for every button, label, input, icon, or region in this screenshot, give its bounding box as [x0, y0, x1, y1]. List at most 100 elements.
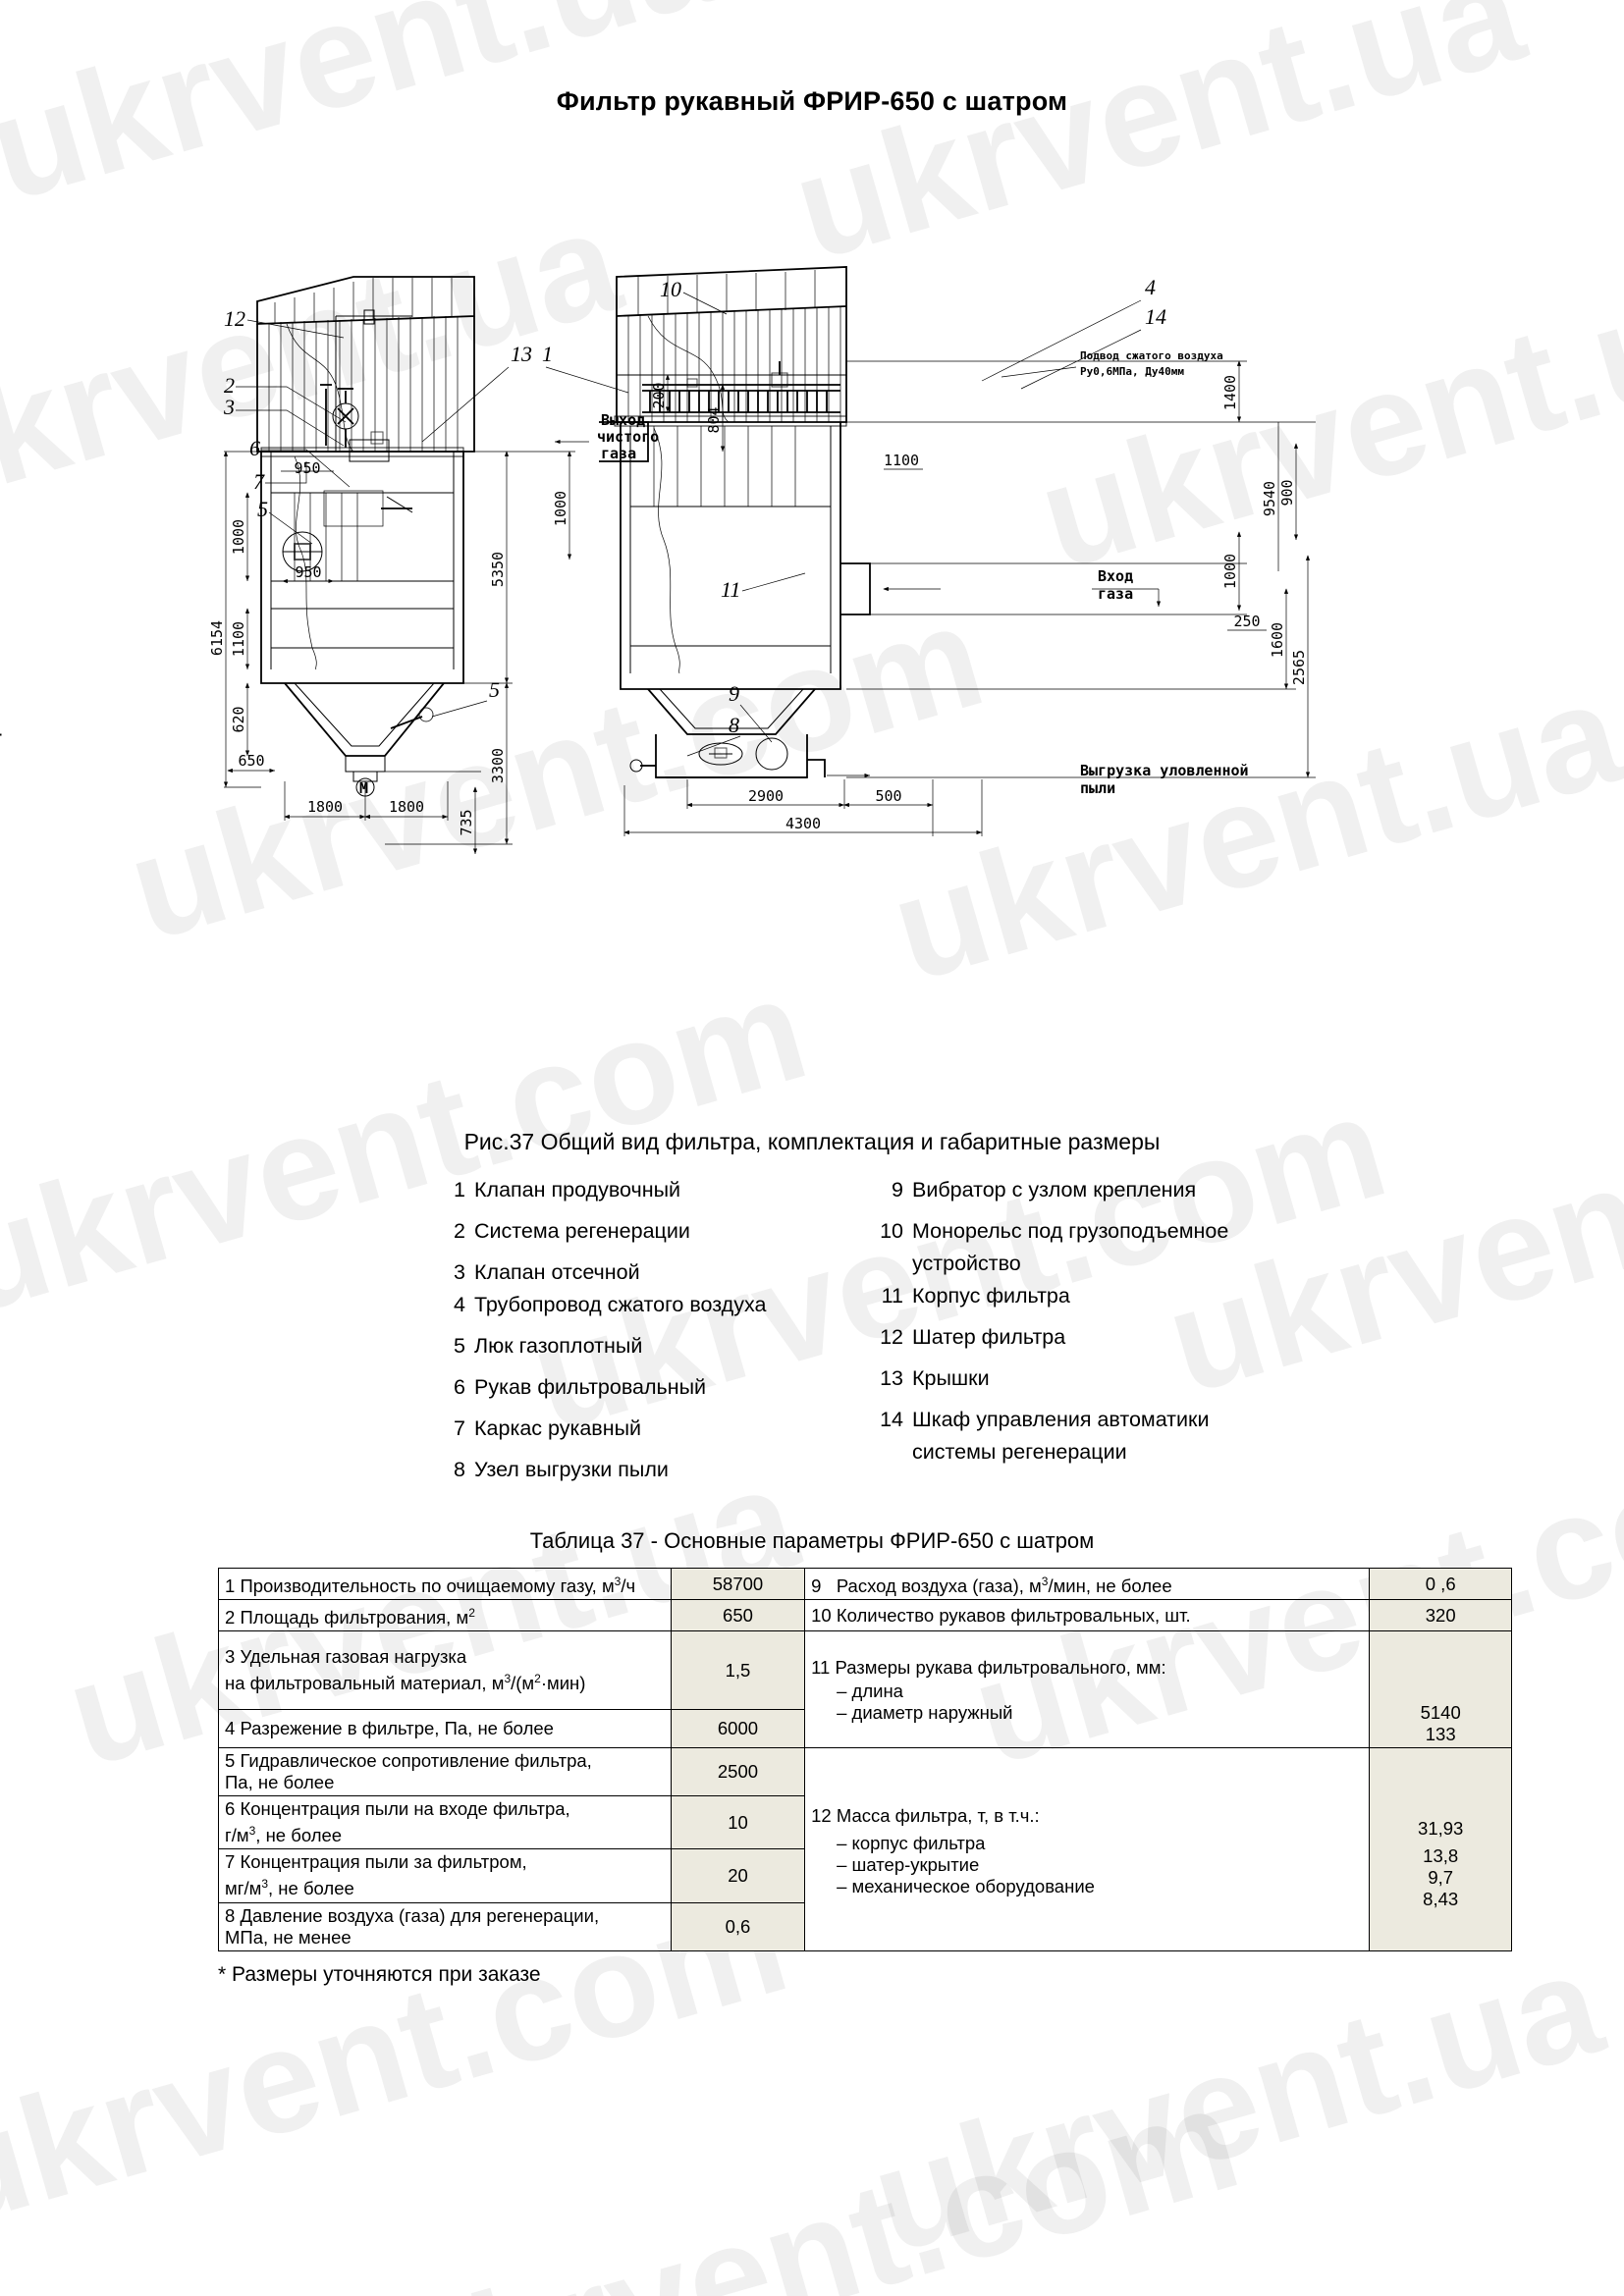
param-value: 0 ,6 [1369, 1567, 1512, 1601]
param-text-tail: /мин, не более [1048, 1575, 1172, 1597]
table-row: 4 Разрежение в фильтре, Па, не более 600… [218, 1708, 1512, 1749]
right-dimensions: 1400 9540 900 1100 1000 250 1600 2565 29… [623, 360, 1316, 836]
legend-number: 9 [892, 1178, 903, 1201]
svg-text:950: 950 [294, 459, 320, 477]
legend-item: 14 Шкаф управления автоматики [870, 1404, 1253, 1436]
param-superscript: 3 [261, 1877, 269, 1892]
param-text: Разрежение в фильтре, Па, не более [240, 1718, 554, 1739]
param-value: 20 [670, 1848, 806, 1903]
svg-text:1800: 1800 [307, 798, 343, 816]
param-subitem: – шатер-укрытие [837, 1853, 980, 1875]
param-superscript: 3 [504, 1671, 512, 1685]
legend-text: Корпус фильтра [912, 1284, 1070, 1308]
legend-text: Крышки [912, 1366, 990, 1390]
param-text: Удельная газовая нагрузка [240, 1645, 467, 1667]
svg-text:4300: 4300 [785, 815, 821, 832]
footnote: * Размеры уточняются при заказе [218, 1963, 541, 1986]
param-value: 650 [670, 1599, 806, 1632]
svg-text:1000: 1000 [230, 519, 247, 555]
legend-item: 11 Корпус фильтра [870, 1280, 1253, 1312]
svg-text:3: 3 [223, 395, 235, 419]
legend-item: 9 Вибратор с узлом крепления [870, 1174, 1253, 1206]
param-subitem: – корпус фильтра [837, 1832, 986, 1853]
param-text-line2b: /(м [511, 1673, 535, 1694]
right-view-hopper [0, 688, 870, 778]
svg-text:пыли: пыли [1080, 779, 1115, 797]
legend-item: 13 Крышки [870, 1362, 1253, 1395]
param-label: 9 Расход воздуха (газа), м3/мин, не боле… [804, 1567, 1371, 1601]
svg-text:650: 650 [238, 752, 264, 770]
svg-text:804: 804 [705, 406, 723, 433]
legend-text-continued: системы регенерации [912, 1440, 1127, 1464]
legend-text: Люк газоплотный [474, 1334, 643, 1358]
svg-text:7: 7 [253, 469, 265, 494]
svg-text:14: 14 [1145, 304, 1166, 329]
svg-text:3300: 3300 [489, 748, 507, 783]
page-title: Фильтр рукавный ФРИР-650 с шатром [556, 86, 1068, 116]
svg-text:М: М [359, 779, 368, 797]
svg-text:13: 13 [511, 342, 532, 366]
param-label: 8 Давление воздуха (газа) для регенераци… [218, 1901, 672, 1951]
svg-text:2565: 2565 [1290, 650, 1308, 685]
param-number: 7 [225, 1851, 236, 1873]
param-value: 0,6 [670, 1901, 806, 1951]
legend-column-right: 9 Вибратор с узлом крепления 10 Монорель… [870, 1174, 1253, 1486]
param-text-line2: г/м [225, 1825, 249, 1846]
param-text-line2b: , не более [268, 1878, 354, 1899]
param-subitem: – диаметр наружный [837, 1702, 1013, 1724]
param-subvalue: 8,43 [1423, 1888, 1459, 1909]
param-label: 11 Размеры рукава фильтровального, мм: –… [804, 1630, 1371, 1749]
param-label: 3 Удельная газовая нагрузка на фильтрова… [218, 1630, 672, 1710]
table-row: 2 Площадь фильтрования, м2 650 10 Количе… [218, 1599, 1512, 1632]
legend-number: 7 [454, 1416, 465, 1440]
param-superscript: 3 [1041, 1575, 1049, 1588]
param-label: 10 Количество рукавов фильтровальных, шт… [804, 1599, 1371, 1632]
svg-text:1000: 1000 [1221, 554, 1239, 589]
svg-text:6154: 6154 [208, 620, 226, 656]
legend-item: 2 Система регенерации [432, 1215, 815, 1248]
param-label: 6 Концентрация пыли на входе фильтра, г/… [218, 1795, 672, 1850]
legend-number: 3 [454, 1260, 465, 1284]
clean-gas-outlet: Выход чистого газа [555, 411, 659, 462]
param-text: Размеры рукава фильтровального, мм: [835, 1657, 1166, 1679]
svg-text:1100: 1100 [230, 621, 247, 657]
legend-number: 2 [454, 1219, 465, 1243]
right-labels: Подвод сжатого воздуха Ру0,6МПа, Ду40мм … [1001, 349, 1249, 797]
left-callouts: 12 2 3 6 7 5 5 13 1 [223, 306, 629, 718]
param-superscript: 2 [468, 1606, 475, 1621]
table-row: 5 Гидравлическое сопротивление фильтра, … [218, 1747, 1512, 1951]
legend-number: 6 [454, 1375, 465, 1399]
param-label: 1 Производительность по очищаемому газу,… [218, 1567, 672, 1601]
legend: 1 Клапан продувочный 2 Система регенерац… [432, 1174, 1276, 1486]
svg-text:9540: 9540 [1261, 481, 1278, 516]
param-label: 5 Гидравлическое сопротивление фильтра, … [218, 1747, 672, 1797]
legend-number: 11 [881, 1284, 903, 1308]
param-label: 2 Площадь фильтрования, м2 [218, 1599, 672, 1632]
svg-text:500: 500 [875, 787, 901, 805]
svg-text:200: 200 [650, 382, 668, 408]
param-subvalue: 133 [1425, 1724, 1456, 1745]
param-text: Расход воздуха (газа), м [836, 1575, 1042, 1597]
legend-number: 8 [454, 1458, 465, 1481]
legend-item: 7 Каркас рукавный [432, 1413, 815, 1445]
table-row: 6 Концентрация пыли на входе фильтра, г/… [218, 1795, 1512, 1850]
legend-text: Вибратор с узлом крепления [912, 1178, 1197, 1201]
legend-item: 4 Трубопровод сжатого воздуха [432, 1289, 815, 1321]
param-value: 58700 [670, 1567, 806, 1601]
legend-number: 10 [880, 1219, 903, 1243]
left-view-tent [256, 276, 475, 453]
param-text-line2: мг/м [225, 1878, 262, 1899]
param-number: 6 [225, 1798, 236, 1820]
svg-text:6: 6 [249, 436, 260, 460]
svg-text:4: 4 [1145, 275, 1156, 299]
svg-text:1: 1 [542, 342, 553, 366]
param-number: 5 [225, 1750, 236, 1772]
svg-text:2900: 2900 [748, 787, 784, 805]
param-number: 9 [811, 1575, 822, 1597]
left-view-hopper: М [260, 669, 464, 797]
param-text: Концентрация пыли за фильтром, [240, 1851, 527, 1873]
left-dimensions: 6154 1000 1100 620 950 950 650 1800 1800… [208, 374, 726, 854]
param-text: Давление воздуха (газа) для регенерации, [240, 1904, 600, 1926]
technical-drawing: М 6154 1000 1100 620 950 950 650 1800 18… [0, 128, 1624, 1139]
svg-text:8: 8 [729, 713, 739, 737]
